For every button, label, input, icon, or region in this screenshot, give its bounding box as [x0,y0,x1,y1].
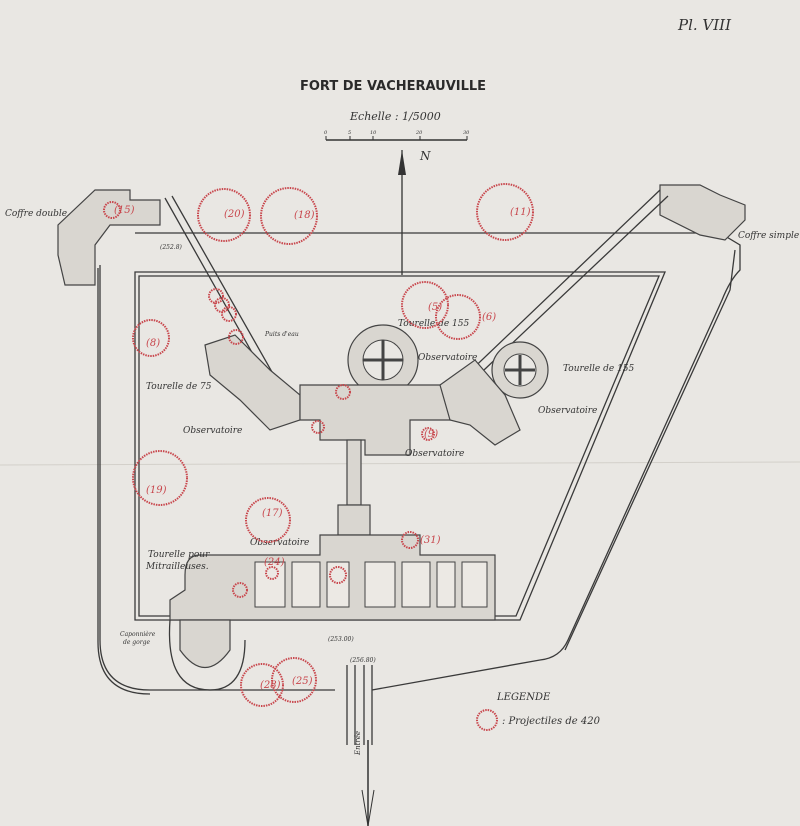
label-coffre-double: Coffre double [5,209,67,219]
crater-label: (19) [146,485,167,496]
craters: (15) (20) (18) (11) (8) (5) (6) (19) (17… [103,183,534,707]
coffre-double [57,189,161,286]
crater-label: (15) [114,205,135,216]
entrance-road [346,665,373,745]
map-title: FORT DE VACHERAUVILLE [300,79,486,94]
label-observatoire: Observatoire [250,538,309,548]
label-caponniere: Caponnière [120,631,156,638]
crater-label: (8) [146,338,160,349]
central-casemates [299,384,451,456]
crater-label: (20) [224,209,245,220]
label-entree: Entrée [354,731,362,756]
crater-label: (18) [294,210,315,221]
outer-ditch [99,232,741,691]
inner-rampart-2 [138,275,660,617]
central-corridor [346,439,362,506]
legend-title: LEGENDE [496,692,551,703]
label-mitrailleuses: Tourelle pour [148,550,210,560]
scale-tick: 0 [324,130,328,136]
crater-label: (24) [264,557,285,568]
scale-tick: 20 [415,130,423,136]
label-caponniere: de gorge [123,639,150,646]
label-observatoire: Observatoire [405,449,464,459]
crater-label: (11) [510,207,531,218]
label-observatoire: Observatoire [183,426,242,436]
corridor-block [337,504,371,536]
coffre-simple [659,184,746,241]
scale-tick: 30 [463,130,470,136]
label-mitrailleuses: Mitrailleuses. [145,562,209,572]
label-elevation: (253.00) [328,636,354,643]
label-tourelle-75: Tourelle de 75 [146,382,212,392]
arrow-head [361,789,375,826]
label-observatoire: Observatoire [538,406,597,416]
plate-number: Pl. VIII [677,16,732,34]
label-coffre-simple: Coffre simple [738,231,799,241]
crater-label: (17) [262,508,283,519]
label-puits: Puits d'eau [264,331,299,338]
crater-label: (28) [260,680,281,691]
crater-label: (9) [424,429,438,440]
legend-crater-icon [476,709,498,731]
scale-tick: 5 [348,130,351,136]
turret-cross [505,355,535,385]
scale-bar: 0 5 10 20 30 [324,130,470,141]
turret-cross [363,340,403,380]
label-tourelle-155: Tourelle de 155 [398,319,469,329]
tourelle-75 [204,334,301,431]
right-casemates [439,359,521,446]
label-observatoire: Observatoire [418,353,477,363]
crater-label: (31) [420,535,441,546]
scale-tick: 10 [370,130,377,136]
crater-label: (25) [292,676,313,687]
fold-line [0,461,800,466]
legend-item: : Projectiles de 420 [502,716,601,727]
barracks-rooms [254,561,488,608]
inner-rampart [134,271,666,621]
label-tourelle-155: Tourelle de 155 [563,364,634,374]
crater-label: (6) [482,312,496,323]
caponniere-de-gorge [179,619,231,668]
north-arrow-head [398,150,406,175]
caponniere-ditch [168,619,246,691]
north-label: N [419,149,431,163]
outer-ditch-inner [97,249,736,695]
label-elevation: (252.8) [160,244,183,251]
scale-label: Echelle : 1/5000 [349,110,441,123]
crater-label: (5) [428,302,442,313]
label-elevation: (256.80) [350,657,376,664]
